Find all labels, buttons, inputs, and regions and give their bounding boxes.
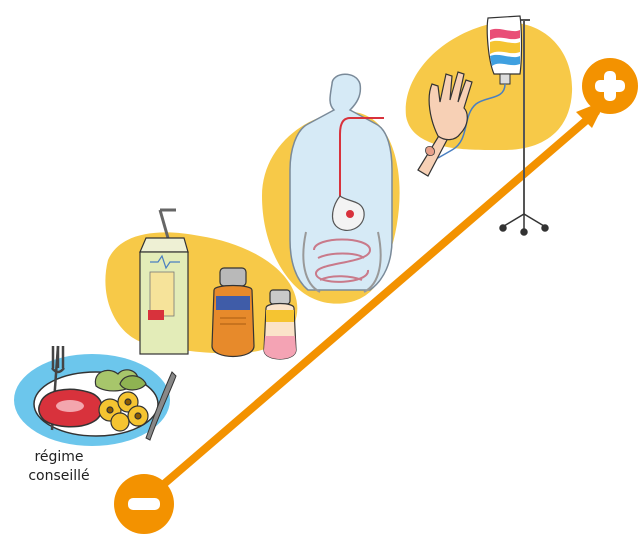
caption-line-2: conseillé [4, 467, 114, 486]
caption-line-1: régime [4, 448, 114, 467]
meal-plate-icon [14, 346, 176, 446]
plus-circle-icon [582, 58, 638, 114]
drink-carton-icon [140, 210, 188, 354]
diet-caption: régime conseillé [4, 448, 114, 486]
iv-stand-base [500, 214, 548, 235]
digestive-tract-icon [290, 74, 392, 292]
minus-circle-icon [114, 474, 174, 534]
